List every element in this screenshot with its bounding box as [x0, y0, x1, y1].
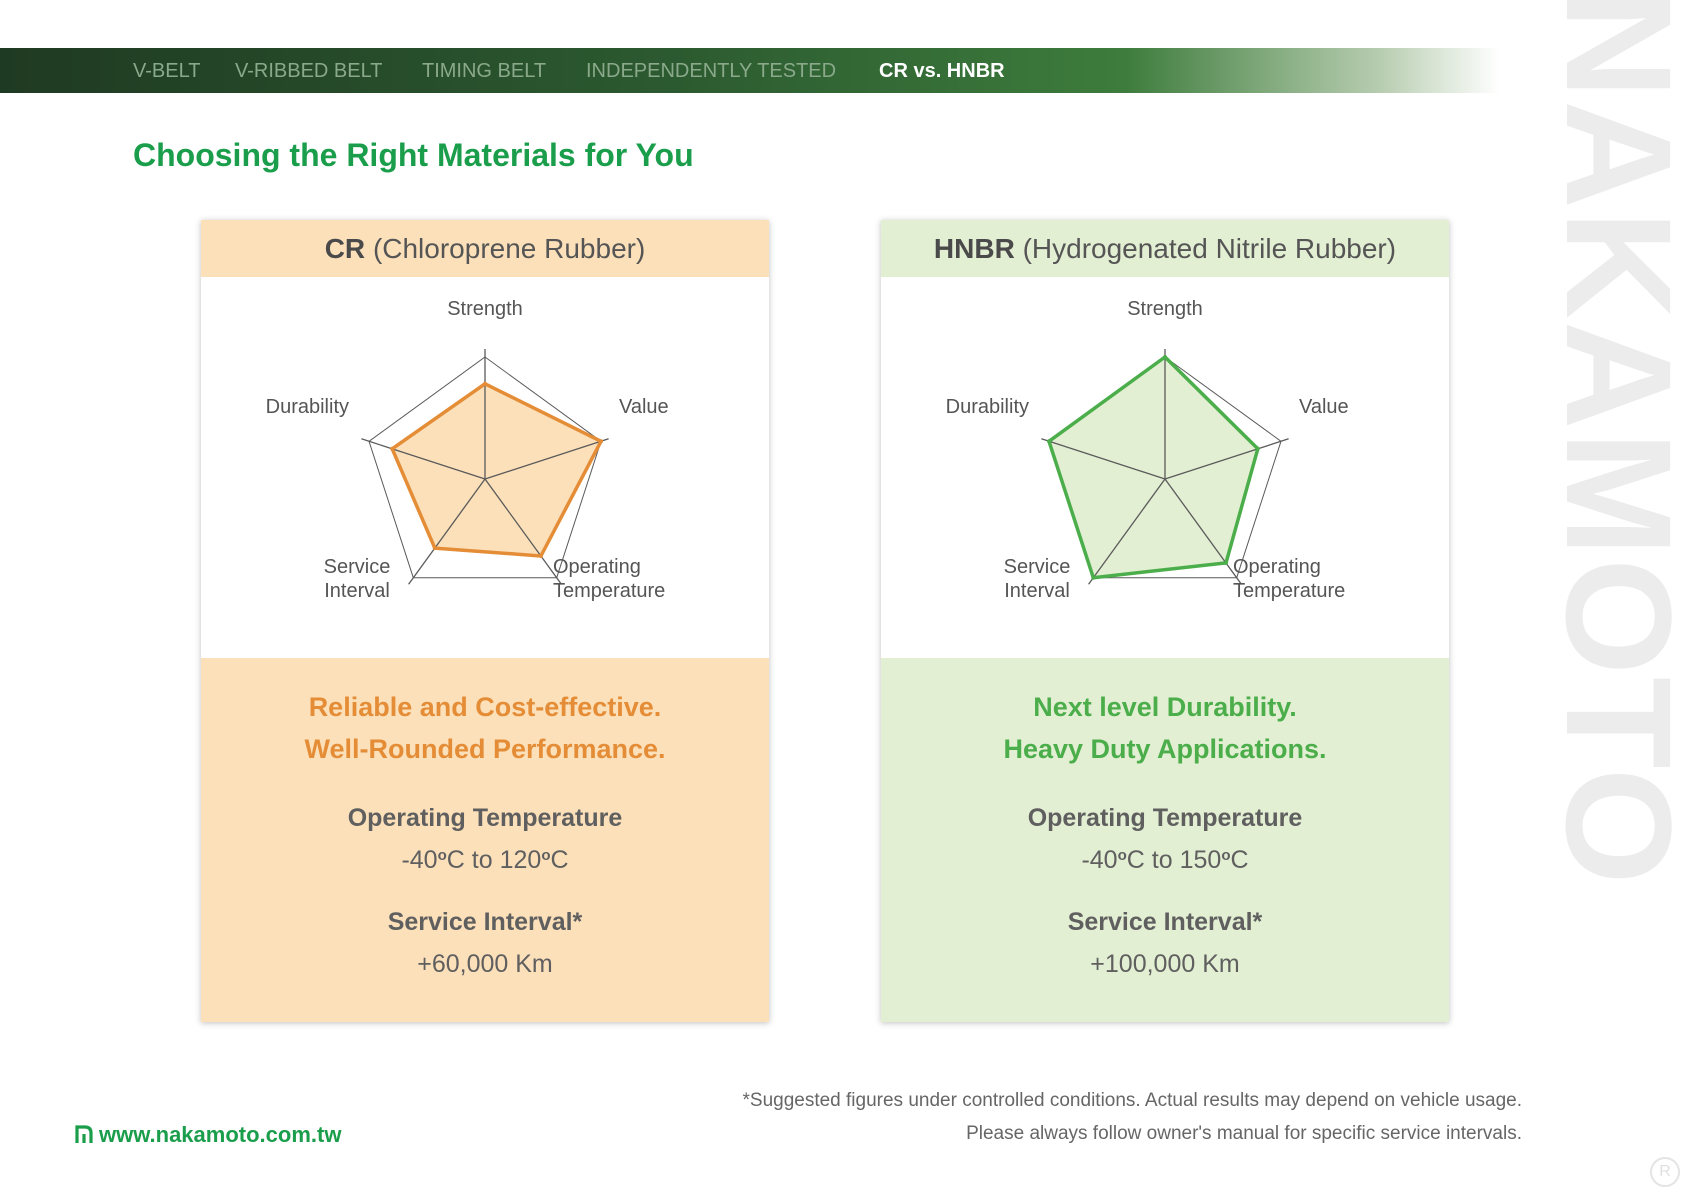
radar-point-strength	[1163, 355, 1167, 359]
radar-point-service-interval	[1091, 575, 1096, 580]
cr-card-header: CR (Chloroprene Rubber)	[201, 220, 769, 277]
page-title: Choosing the Right Materials for You	[133, 137, 694, 173]
radar-series-line	[1047, 355, 1260, 580]
radar-point-value	[1255, 446, 1260, 451]
radar-spoke-operating-temperature	[1164, 478, 1242, 585]
radar-spoke-operating-temperature	[484, 478, 562, 585]
nakamoto-logo-icon	[75, 1125, 93, 1151]
radar-axis-label-durability: Durability	[945, 396, 1029, 418]
radar-axis-label-value: Value	[1299, 396, 1349, 418]
radar-svg	[361, 349, 609, 585]
hnbr-interval-label: Service Interval*	[1067, 908, 1263, 936]
hnbr-full-name: (Hydrogenated Nitrile Rubber)	[1022, 233, 1397, 264]
nav-item-v-belt[interactable]: V-BELT	[133, 60, 201, 82]
hnbr-card: HNBR (Hydrogenated Nitrile Rubber) Stren…	[881, 220, 1449, 1022]
radar-point-durability	[1047, 439, 1051, 444]
cr-interval-label: Service Interval*	[387, 908, 583, 936]
brand-vertical-logo: NAKAMOTO	[1555, 0, 1683, 887]
radar-axis-label-strength: Strength	[447, 298, 523, 320]
radar-series-line	[390, 382, 603, 558]
radar-spoke-durability	[361, 438, 486, 480]
nav-item-v-ribbed-belt[interactable]: V-RIBBED BELT	[235, 60, 383, 82]
radar-series-fill	[392, 383, 601, 556]
nav-item-timing-belt[interactable]: TIMING BELT	[422, 60, 547, 82]
radar-point-value	[599, 439, 603, 444]
top-nav: V-BELT V-RIBBED BELT TIMING BELT INDEPEN…	[0, 48, 1500, 93]
radar-axis-label-strength: Strength	[1127, 298, 1203, 320]
radar-point-operating-temperature	[538, 554, 543, 558]
radar-point-durability	[390, 446, 395, 451]
nav-item-independently-tested[interactable]: INDEPENDENTLY TESTED	[586, 60, 837, 82]
radar-spoke-value	[1164, 438, 1289, 480]
radar-point-strength	[483, 381, 487, 386]
footnote-2: Please always follow owner's manual for …	[966, 1123, 1522, 1144]
cr-temp-label: Operating Temperature	[347, 804, 623, 832]
radar-point-operating-temperature	[1224, 560, 1228, 565]
radar-spoke-value	[484, 438, 609, 480]
cr-card-details: Reliable and Cost-effective. Well-Rounde…	[201, 658, 769, 1022]
radar-spoke-durability	[1041, 438, 1166, 480]
cr-tagline-2: Well-Rounded Performance.	[304, 734, 666, 764]
radar-grid-frame	[368, 356, 602, 579]
registered-mark-icon: R	[1650, 1157, 1680, 1187]
radar-series-fill	[1049, 357, 1258, 578]
cr-temp-value: -40oC to 120oC	[401, 846, 569, 874]
hnbr-card-details: Next level Durability. Heavy Duty Applic…	[881, 658, 1449, 1022]
hnbr-abbr: HNBR	[933, 233, 1015, 264]
website-link[interactable]: www.nakamoto.com.tw	[75, 1122, 341, 1151]
radar-axis-label-value: Value	[619, 396, 669, 418]
cr-abbr: CR	[324, 233, 366, 264]
cr-tagline-1: Reliable and Cost-effective.	[308, 692, 662, 722]
hnbr-card-header: HNBR (Hydrogenated Nitrile Rubber)	[881, 220, 1449, 277]
footnote-1: *Suggested figures under controlled cond…	[742, 1090, 1523, 1111]
radar-svg	[1041, 349, 1289, 585]
cr-interval-value: +60,000 Km	[417, 950, 553, 978]
brand-watermark: NAKAMOTO	[1555, 0, 1683, 1190]
hnbr-tagline-1: Next level Durability.	[1033, 692, 1297, 722]
nav-item-cr-vs-hnbr[interactable]: CR vs. HNBR	[879, 60, 1005, 82]
hnbr-temp-label: Operating Temperature	[1027, 804, 1303, 832]
radar-spoke-service-interval	[1088, 478, 1166, 585]
radar-spoke-service-interval	[408, 478, 486, 585]
radar-axis-label-durability: Durability	[265, 396, 349, 418]
hnbr-temp-value: -40oC to 150oC	[1081, 846, 1249, 874]
hnbr-interval-value: +100,000 Km	[1090, 950, 1240, 978]
radar-point-service-interval	[432, 546, 437, 551]
website-url: www.nakamoto.com.tw	[99, 1122, 342, 1147]
cr-full-name: (Chloroprene Rubber)	[372, 233, 646, 264]
hnbr-tagline-2: Heavy Duty Applications.	[1003, 734, 1327, 764]
